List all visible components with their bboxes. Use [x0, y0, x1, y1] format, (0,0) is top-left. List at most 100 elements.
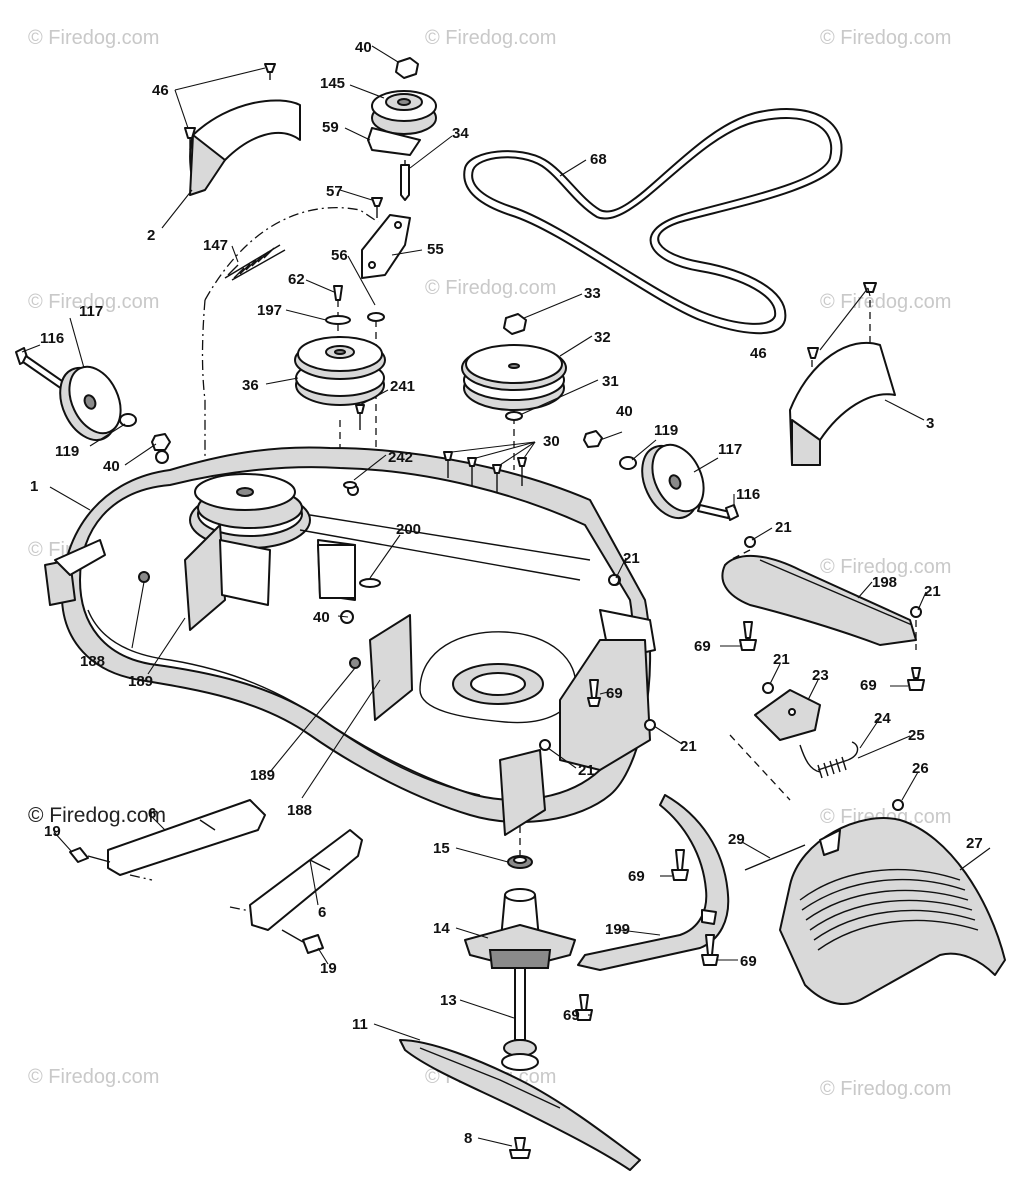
- callout-6: 6: [318, 904, 326, 921]
- idler-arm: [325, 197, 411, 325]
- callout-117: 117: [718, 441, 742, 458]
- callout-11: 11: [352, 1016, 368, 1033]
- front-hanger-right: [249, 829, 363, 954]
- callout-59: 59: [322, 119, 339, 136]
- callout-8: 8: [464, 1130, 472, 1147]
- watermark: © Firedog.com: [28, 291, 159, 313]
- callout-69: 69: [694, 638, 711, 655]
- callout-14: 14: [433, 920, 450, 937]
- callout-69: 69: [628, 868, 645, 885]
- callout-31: 31: [602, 373, 619, 390]
- callout-21: 21: [775, 519, 792, 536]
- baffle: [608, 536, 925, 691]
- callout-69: 69: [740, 953, 757, 970]
- pulley-center: [461, 313, 567, 421]
- callout-21: 21: [578, 762, 595, 779]
- bolts-center: [343, 404, 527, 493]
- callout-145: 145: [320, 75, 345, 92]
- callout-23: 23: [812, 667, 829, 684]
- spindle-assembly: [464, 855, 576, 1159]
- callout-55: 55: [427, 241, 444, 258]
- idler-pulley-top: [367, 57, 437, 201]
- callout-21: 21: [623, 550, 640, 567]
- watermark: © Firedog.com: [28, 27, 159, 49]
- callout-6: 6: [148, 805, 156, 822]
- watermark: © Firedog.com: [820, 27, 951, 49]
- callout-15: 15: [433, 840, 450, 857]
- tension-spring: [799, 741, 904, 811]
- callout-32: 32: [594, 329, 611, 346]
- leader-lines: [21, 45, 991, 1147]
- callout-21: 21: [680, 738, 697, 755]
- callout-68: 68: [590, 151, 607, 168]
- discharge-chute: [779, 817, 1006, 1005]
- callout-69: 69: [860, 677, 877, 694]
- gauge-wheel-left: [15, 347, 171, 451]
- callout-57: 57: [326, 183, 343, 200]
- callout-147: 147: [203, 237, 228, 254]
- callout-197: 197: [257, 302, 282, 319]
- callout-2: 2: [147, 227, 155, 244]
- watermark: © Firedog.com: [28, 1066, 159, 1088]
- callout-40: 40: [616, 403, 633, 420]
- callout-56: 56: [331, 247, 348, 264]
- spring: [224, 244, 286, 281]
- callout-27: 27: [966, 835, 983, 852]
- callout-19: 19: [320, 960, 337, 977]
- watermark: © Firedog.com: [425, 27, 556, 49]
- callout-30: 30: [543, 433, 560, 450]
- pulley-left: [294, 336, 386, 406]
- callout-62: 62: [288, 271, 305, 288]
- callout-69: 69: [606, 685, 623, 702]
- watermark: © Firedog.com: [820, 291, 951, 313]
- callout-189: 189: [128, 673, 153, 690]
- callout-40: 40: [313, 609, 330, 626]
- callout-21: 21: [924, 583, 941, 600]
- watermark-dark: © Firedog.com: [28, 804, 166, 827]
- callout-117: 117: [79, 303, 103, 320]
- front-hanger-left: [69, 799, 266, 876]
- callout-3: 3: [926, 415, 934, 432]
- callout-26: 26: [912, 760, 929, 777]
- mount-bracket: [317, 544, 381, 599]
- deflector-rod: [575, 679, 730, 1021]
- belt: [463, 108, 843, 335]
- gauge-wheel-right: [583, 430, 739, 521]
- callout-40: 40: [355, 39, 372, 56]
- callout-189: 189: [250, 767, 275, 784]
- callout-21: 21: [773, 651, 790, 668]
- callout-36: 36: [242, 377, 259, 394]
- callout-241: 241: [390, 378, 415, 395]
- callout-25: 25: [908, 727, 925, 744]
- watermark: © Firedog.com: [820, 1078, 951, 1100]
- callout-labels: 40 145 59 34 46 2 57 147 56 55 62 197 36…: [30, 39, 983, 1147]
- belt-guard-right: [789, 282, 896, 466]
- mower-deck: [60, 446, 656, 824]
- belt-guard-left: [184, 63, 301, 196]
- callout-198: 198: [872, 574, 897, 591]
- callout-46: 46: [152, 82, 169, 99]
- callout-116: 116: [40, 330, 64, 347]
- callout-40: 40: [103, 458, 120, 475]
- callout-199: 199: [605, 921, 630, 938]
- callout-188: 188: [287, 802, 312, 819]
- watermark: © Firedog.com: [425, 277, 556, 299]
- spring-bracket: [754, 682, 821, 741]
- blade: [399, 1039, 641, 1171]
- callout-188: 188: [80, 653, 105, 670]
- watermark: © Firedog.com: [820, 556, 951, 578]
- callout-34: 34: [452, 125, 469, 142]
- callout-46: 46: [750, 345, 767, 362]
- callout-119: 119: [55, 443, 79, 460]
- callout-69: 69: [563, 1007, 580, 1024]
- callout-19: 19: [44, 823, 61, 840]
- pivot-rod: [744, 844, 806, 871]
- callout-24: 24: [874, 710, 891, 727]
- callout-1: 1: [30, 478, 38, 495]
- callout-33: 33: [584, 285, 601, 302]
- callout-242: 242: [388, 449, 413, 466]
- callout-13: 13: [440, 992, 457, 1009]
- callout-116: 116: [736, 486, 760, 503]
